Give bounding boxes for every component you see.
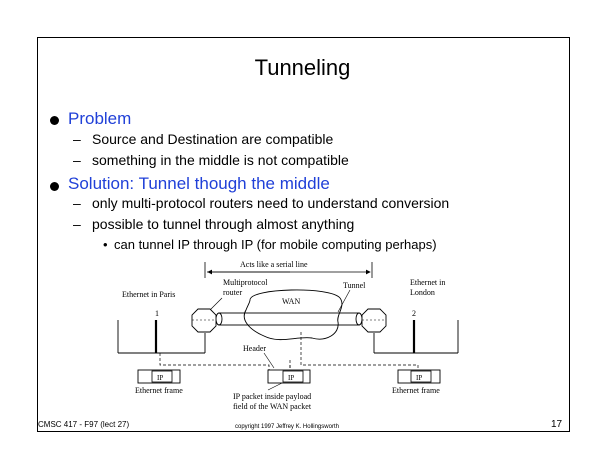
bullet-dot: [50, 116, 59, 125]
ethernet-frame-left: Ethernet frame: [135, 386, 183, 395]
sub-item: only multi-protocol routers need to unde…: [92, 195, 450, 211]
ip-label: IP: [288, 374, 294, 382]
ethernet-paris-label: Ethernet in Paris: [122, 290, 175, 299]
ethernet-london-label: Ethernet in: [410, 278, 445, 287]
bullet-solution: Solution: Tunnel though the middle: [68, 174, 330, 193]
bullet-problem: Problem: [68, 109, 132, 128]
port-1-label: 1: [155, 309, 159, 318]
ip-label: IP: [416, 374, 422, 382]
sub-item: something in the middle is not compatibl…: [92, 152, 349, 168]
router-label: router: [223, 288, 242, 297]
subsub-glyph: •: [103, 237, 108, 252]
footer-copyright: copyright 1997 Jeffrey K. Hollingsworth: [235, 424, 339, 430]
ip-label: IP: [157, 374, 163, 382]
router-left: [191, 308, 217, 333]
bullet-dot: [50, 182, 59, 191]
multiprotocol-label: Multiprotocol: [223, 278, 268, 287]
dash-glyph: –: [73, 216, 81, 232]
ip-packet-note-1: IP packet inside payload: [233, 392, 311, 401]
slide-frame: [37, 37, 570, 432]
page-number: 17: [551, 419, 563, 430]
footer-course: CMSC 417 - F97 (lect 27): [38, 420, 130, 429]
dash-glyph: –: [73, 195, 81, 211]
router-right: [361, 308, 387, 333]
subsub-item: can tunnel IP through IP (for mobile com…: [114, 237, 437, 252]
ip-packet-note-2: field of the WAN packet: [233, 402, 312, 411]
packet-path: [159, 332, 419, 370]
slide-title: Tunneling: [254, 55, 351, 80]
tunnel-label: Tunnel: [343, 281, 366, 290]
ethernet-frame-right: Ethernet frame: [392, 386, 440, 395]
sub-item: possible to tunnel through almost anythi…: [92, 216, 355, 232]
dash-glyph: –: [73, 152, 81, 168]
acts-like-label: Acts like a serial line: [240, 260, 308, 269]
dash-glyph: –: [73, 131, 81, 147]
header-label: Header: [243, 344, 266, 353]
london-label: London: [410, 288, 435, 297]
wan-label: WAN: [282, 297, 300, 306]
wan-cloud: [243, 289, 343, 341]
port-2-label: 2: [412, 309, 416, 318]
sub-item: Source and Destination are compatible: [92, 131, 334, 147]
